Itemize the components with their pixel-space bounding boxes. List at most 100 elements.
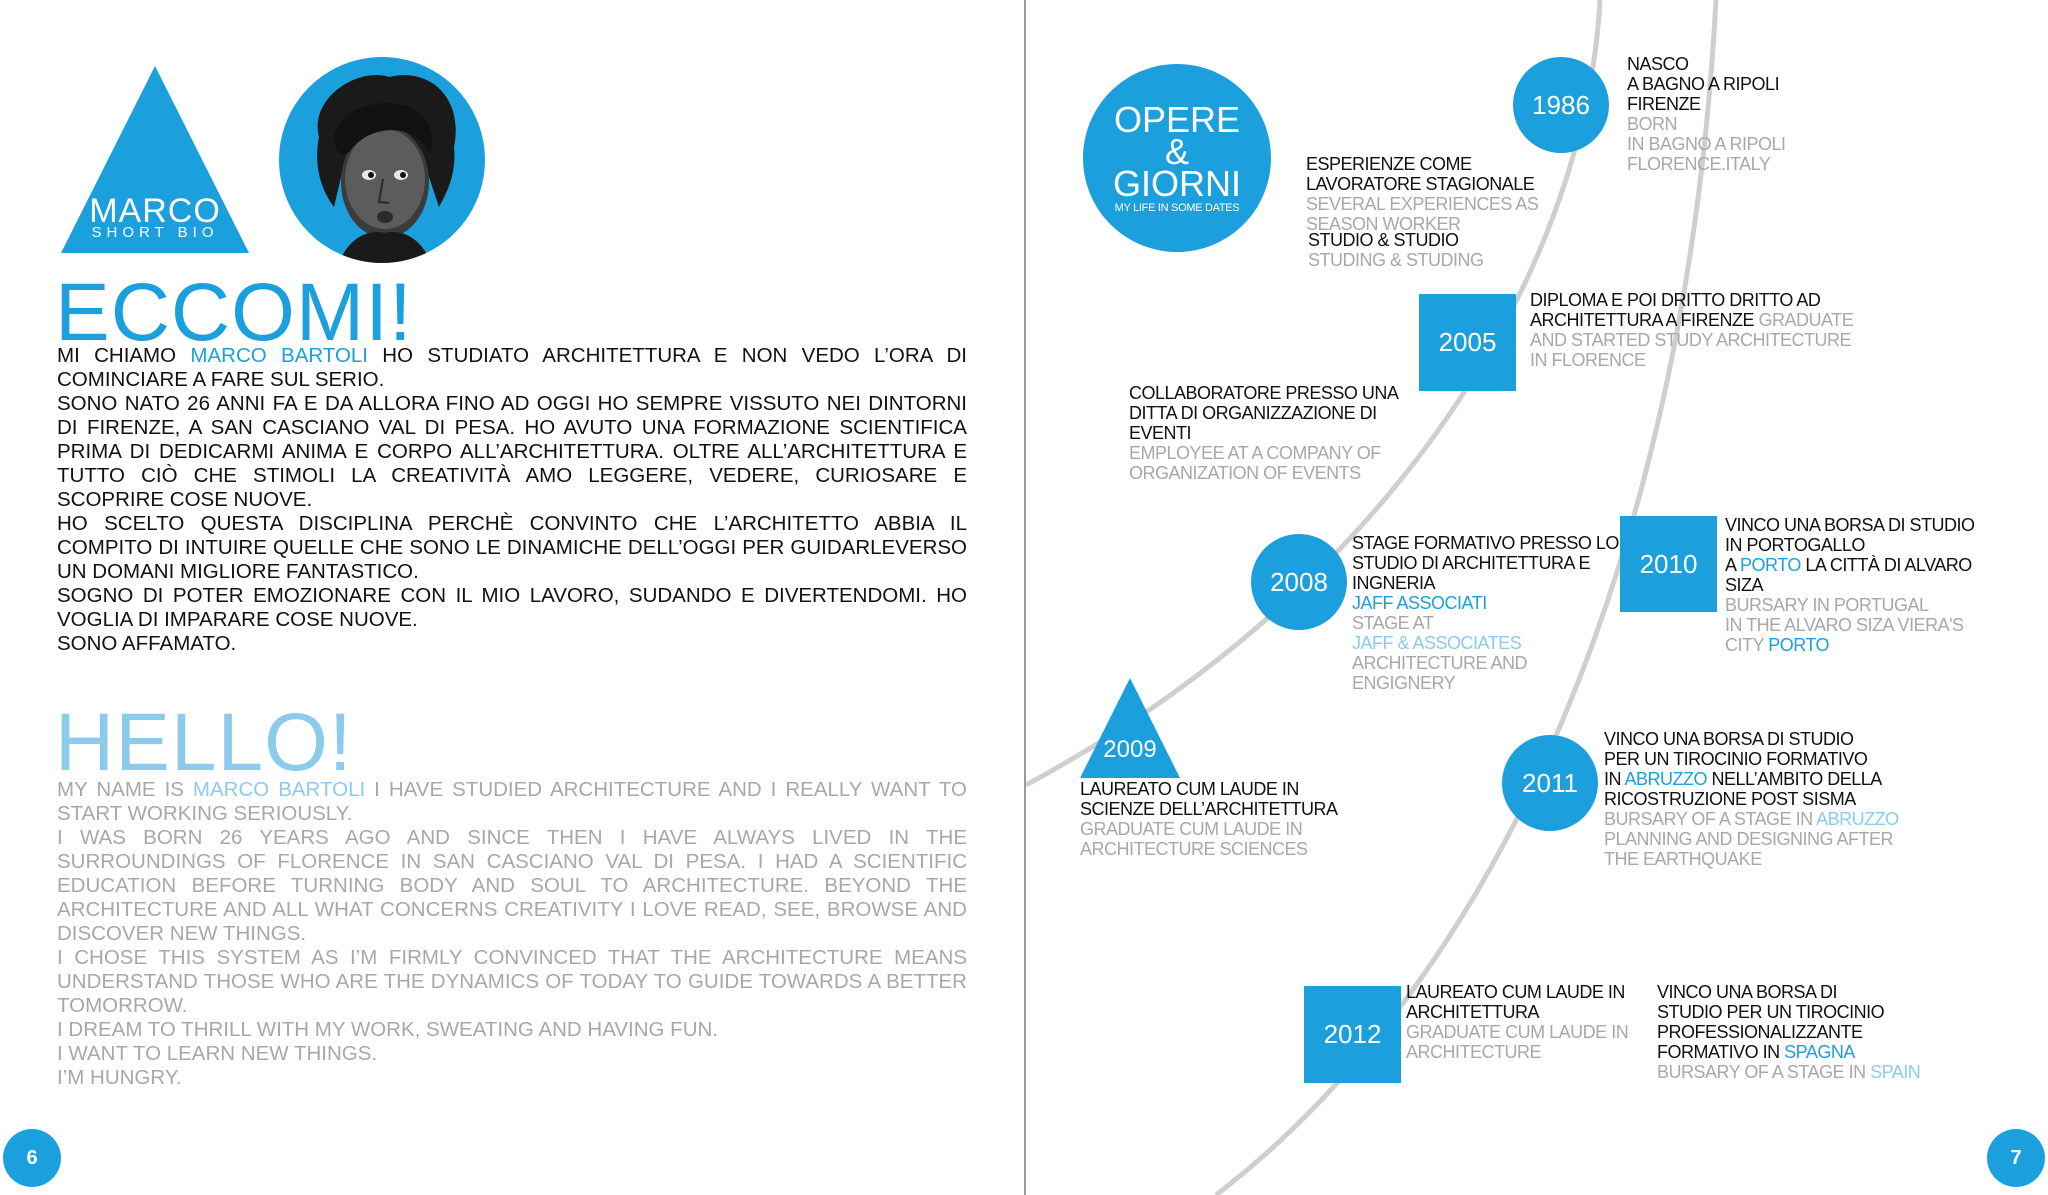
entry-text-it: STUDIO PER UN TIROCINIO — [1657, 1002, 1885, 1022]
bio-paragraph: I DREAM TO THRILL WITH MY WORK, SWEATING… — [57, 1018, 718, 1041]
entry-text-it: PROFESSIONALIZZANTE — [1657, 1022, 1863, 1042]
title-line-3: GIORNI — [1112, 163, 1241, 204]
entry-text-en: ENGIGNERY — [1352, 673, 1456, 693]
entry-text-it: ARCHITETTURA — [1406, 1002, 1540, 1022]
page-number-left: 6 — [3, 1129, 61, 1187]
spread-gutter — [1024, 0, 1026, 1195]
entry-text-it: VINCO UNA BORSA DI STUDIO — [1725, 515, 1975, 535]
bio-paragraph: SOGNO DI POTER EMOZIONARE CON IL MIO LAV… — [57, 584, 967, 631]
entry-text-en: IN BAGNO A RIPOLI — [1627, 134, 1786, 154]
bio-paragraph: SONO NATO 26 ANNI FA E DA ALLORA FINO AD… — [57, 392, 967, 511]
entry-highlight: PORTO — [1768, 635, 1830, 655]
entry-text-it: SCIENZE DELL’ARCHITETTURA — [1080, 799, 1338, 819]
bio-paragraph: MY NAME IS MARCO BARTOLI I HAVE STUDIED … — [57, 778, 967, 826]
entry-text-it-part: ARCHITETTURA A FIRENZE — [1530, 310, 1759, 330]
entry-text-part: BURSARY OF A STAGE IN — [1657, 1062, 1871, 1082]
entry-highlight: SPAGNA — [1784, 1042, 1855, 1062]
entry-events-company: COLLABORATORE PRESSO UNA DITTA DI ORGANI… — [1129, 383, 1399, 483]
entry-text-it: IN ABRUZZO NELL’AMBITO DELLA — [1604, 769, 1899, 789]
entry-text-it: LAVORATORE STAGIONALE — [1306, 174, 1535, 194]
entry-text-it: RICOSTRUZIONE POST SISMA — [1604, 789, 1856, 809]
entry-text-it: ESPERIENZE COME — [1306, 154, 1472, 174]
entry-text-en: BURSARY OF A STAGE IN SPAIN — [1657, 1062, 1921, 1082]
entry-text-en: ORGANIZATION OF EVENTS — [1129, 463, 1361, 483]
bio-text: HO STUDIATO ARCHITETTURA E NON VEDO L’OR… — [57, 344, 967, 391]
entry-2009: LAUREATO CUM LAUDE IN SCIENZE DELL’ARCHI… — [1080, 779, 1338, 859]
entry-text-en: SEASON WORKER — [1306, 214, 1461, 234]
heading-italian: ECCOMI! — [55, 267, 413, 358]
entry-text-it: STUDIO DI ARCHITETTURA E — [1352, 553, 1591, 573]
entry-text-en: FLORENCE.ITALY — [1627, 154, 1771, 174]
bio-paragraph: HO SCELTO QUESTA DISCIPLINA PERCHÈ CONVI… — [57, 512, 967, 583]
portrait-photo — [279, 57, 485, 263]
bio-paragraph: SONO AFFAMATO. — [57, 632, 237, 655]
section-title-circle: OPERE & GIORNI MY LIFE IN SOME DATES — [1083, 64, 1271, 252]
bio-italian: MI CHIAMO MARCO BARTOLI HO STUDIATO ARCH… — [57, 344, 967, 656]
entry-text-en: BURSARY IN PORTUGAL — [1725, 595, 1929, 615]
entry-2005: DIPLOMA E POI DRITTO DRITTO AD ARCHITETT… — [1530, 290, 1854, 370]
entry-highlight: ABRUZZO — [1624, 769, 1708, 789]
entry-text-part: FORMATIVO IN — [1657, 1042, 1785, 1062]
entry-studies: STUDIO & STUDIO STUDING & STUDING — [1308, 230, 1484, 270]
entry-text-it: INGNERIA — [1352, 573, 1436, 593]
logo-triangle — [61, 66, 249, 253]
entry-highlight-en: SPAIN — [1870, 1062, 1921, 1082]
entry-text-it: VINCO UNA BORSA DI STUDIO — [1604, 729, 1854, 749]
bio-english: MY NAME IS MARCO BARTOLI I HAVE STUDIED … — [57, 778, 967, 1090]
entry-text-en: CITY PORTO — [1725, 635, 1975, 655]
entry-2008: STAGE FORMATIVO PRESSO LO STUDIO DI ARCH… — [1352, 533, 1619, 693]
entry-text-it: A PORTO LA CITTÀ DI ALVARO — [1725, 555, 1975, 575]
entry-text-en: GRADUATE CUM LAUDE IN — [1080, 819, 1303, 839]
entry-text-it: SIZA — [1725, 575, 1764, 595]
entry-text-en: AND STARTED STUDY ARCHITECTURE — [1530, 330, 1852, 350]
entry-2010: VINCO UNA BORSA DI STUDIO IN PORTOGALLO … — [1725, 515, 1975, 655]
entry-text-it: ARCHITETTURA A FIRENZE GRADUATE — [1530, 310, 1854, 330]
bio-name-highlight: MARCO BARTOLI — [192, 778, 366, 801]
entry-2011: VINCO UNA BORSA DI STUDIO PER UN TIROCIN… — [1604, 729, 1899, 869]
entry-text-it: FIRENZE — [1627, 94, 1701, 114]
entry-text-en: BURSARY OF A STAGE IN ABRUZZO — [1604, 809, 1899, 829]
entry-text-en: STAGE AT — [1352, 613, 1434, 633]
entry-text-it: LAUREATO CUM LAUDE IN — [1080, 779, 1299, 799]
bio-paragraph: MI CHIAMO MARCO BARTOLI HO STUDIATO ARCH… — [57, 344, 967, 392]
entry-text-it: VINCO UNA BORSA DI — [1657, 982, 1838, 1002]
entry-text-part: CITY — [1725, 635, 1769, 655]
entry-1986: NASCO A BAGNO A RIPOLI FIRENZE BORN IN B… — [1627, 54, 1786, 174]
entry-text-it: STUDIO & STUDIO — [1308, 230, 1459, 250]
entry-text-it: NASCO — [1627, 54, 1689, 74]
entry-text-en: SEVERAL EXPERIENCES AS — [1306, 194, 1539, 214]
entry-text-part: IN — [1604, 769, 1625, 789]
entry-text-it: DITTA DI ORGANIZZAZIONE DI — [1129, 403, 1377, 423]
entry-text-part: NELL’AMBITO DELLA — [1707, 769, 1883, 789]
page-number-right: 7 — [1987, 1129, 2045, 1187]
year-1986-marker: 1986 — [1513, 57, 1609, 153]
entry-highlight-en: JAFF & ASSOCIATES — [1352, 633, 1522, 653]
bio-text: I HAVE STUDIED ARCHITECTURE AND I REALLY… — [57, 778, 967, 825]
title-line-1: OPERE — [1113, 99, 1241, 140]
year-2010-marker: 2010 — [1620, 516, 1717, 612]
entry-text-part: BURSARY OF A STAGE IN — [1604, 809, 1817, 829]
title-line-2: & — [1164, 131, 1189, 172]
year-2009-label: 2009 — [1103, 736, 1157, 763]
entry-seasonal-work: ESPERIENZE COME LAVORATORE STAGIONALE SE… — [1306, 154, 1539, 234]
entry-text-en: PLANNING AND DESIGNING AFTER — [1604, 829, 1894, 849]
entry-text-it: COLLABORATORE PRESSO UNA — [1129, 383, 1399, 403]
entry-text-part: A — [1725, 555, 1741, 575]
entry-text-en-inline: GRADUATE — [1758, 310, 1854, 330]
year-2005-marker: 2005 — [1419, 294, 1516, 391]
portrait-illustration — [317, 75, 456, 263]
entry-text-en: ARCHITECTURE — [1406, 1042, 1542, 1062]
bio-text: MY NAME IS — [57, 778, 193, 801]
entry-highlight: JAFF ASSOCIATI — [1352, 593, 1487, 613]
entry-text-en: GRADUATE CUM LAUDE IN — [1406, 1022, 1629, 1042]
year-2011-marker: 2011 — [1502, 735, 1598, 831]
bio-paragraph: I WAS BORN 26 YEARS AGO AND SINCE THEN I… — [57, 826, 967, 945]
bio-text: MI CHIAMO — [57, 344, 191, 367]
entry-text-it: DIPLOMA E POI DRITTO DRITTO AD — [1530, 290, 1821, 310]
entry-text-en: THE EARTHQUAKE — [1604, 849, 1762, 869]
timeline-arc-inner — [1214, 0, 1719, 1195]
entry-text-it: LAUREATO CUM LAUDE IN — [1406, 982, 1625, 1002]
entry-text-en: ARCHITECTURE AND — [1352, 653, 1528, 673]
entry-2012-graduation: LAUREATO CUM LAUDE IN ARCHITETTURA GRADU… — [1406, 982, 1629, 1062]
year-2008-marker: 2008 — [1251, 534, 1347, 630]
